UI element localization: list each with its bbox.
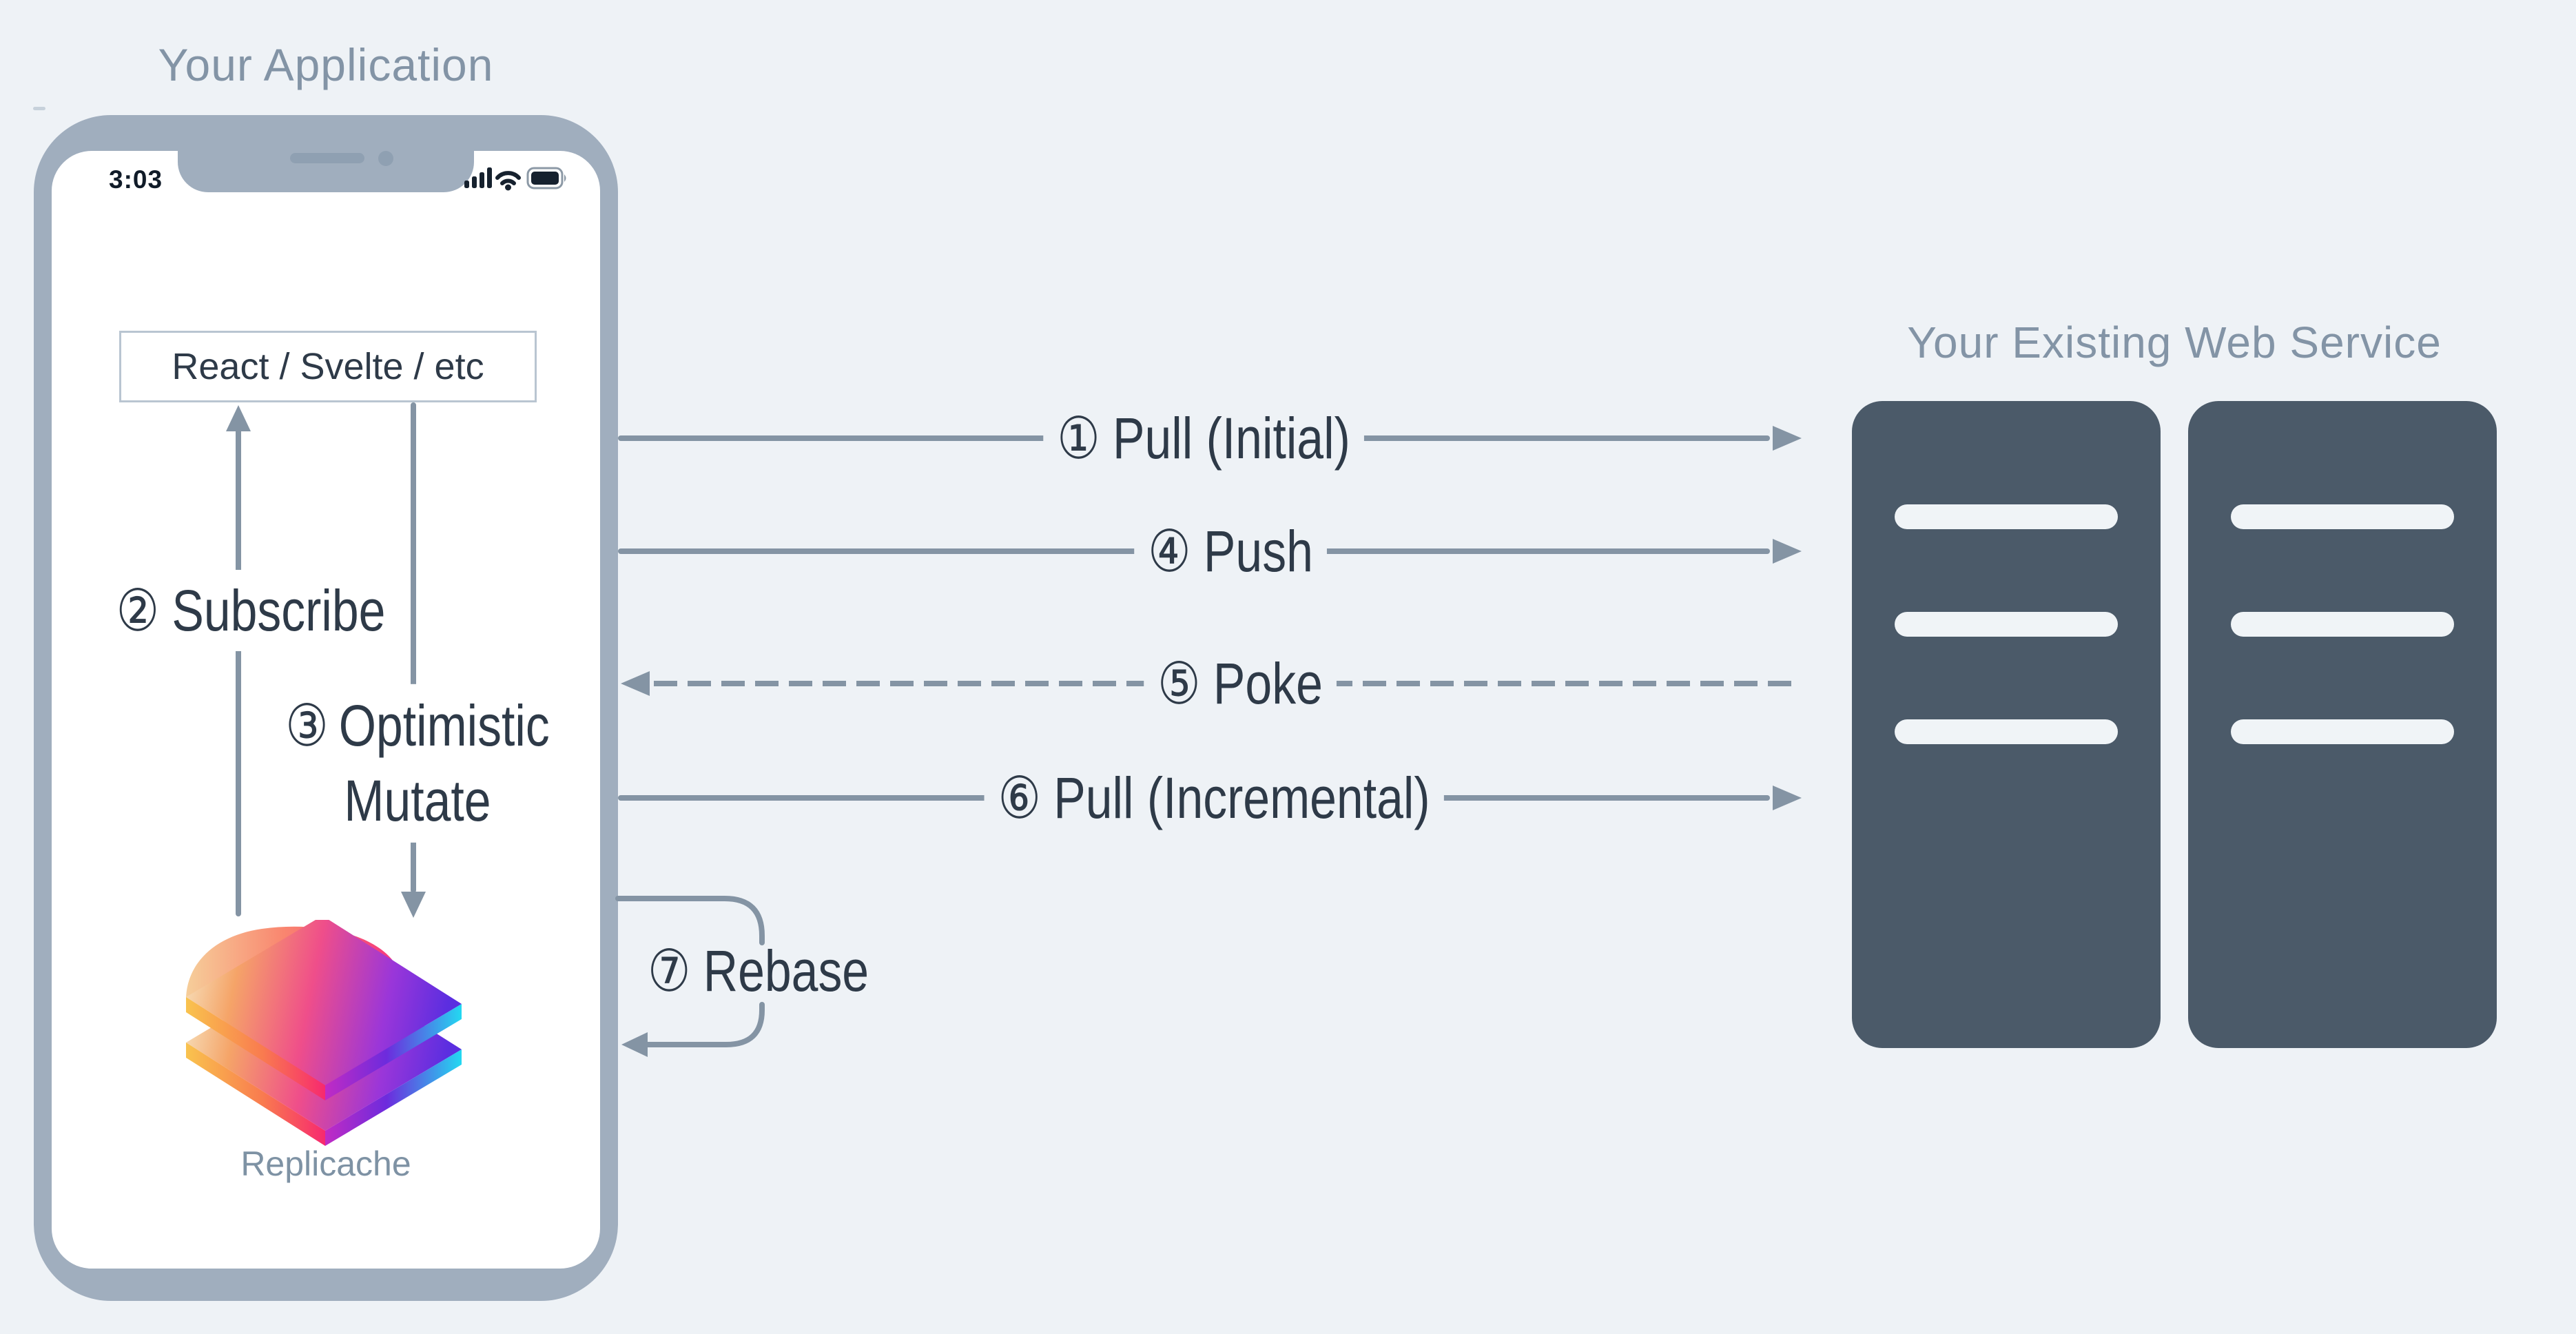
subscribe-arrow-line xyxy=(236,427,241,916)
battery-icon xyxy=(526,167,566,189)
status-bar-icons xyxy=(464,167,566,191)
replicache-logo xyxy=(186,920,462,1146)
step-2-badge: ② xyxy=(116,578,160,643)
server-slot xyxy=(1895,504,2118,529)
server-slot xyxy=(2231,719,2454,744)
ui-framework-box: React / Svelte / etc xyxy=(119,331,537,402)
step-3-badge: ③ xyxy=(285,692,329,758)
ui-framework-label: React / Svelte / etc xyxy=(172,346,484,387)
subscribe-arrowhead-up-icon xyxy=(226,405,251,431)
rebase-loop-arrow xyxy=(615,896,765,1057)
server-slot xyxy=(2231,612,2454,637)
push-arrowhead-right-icon xyxy=(1773,539,1802,564)
server-rack-right xyxy=(2188,401,2497,1048)
application-title: Your Application xyxy=(158,39,494,90)
corner-tick-mark xyxy=(33,107,45,110)
pull-incremental-arrowhead-right-icon xyxy=(1773,786,1802,810)
server-slot xyxy=(1895,719,2118,744)
speaker-grille-icon xyxy=(290,153,364,163)
step-7-badge: ⑦ xyxy=(648,938,691,1003)
poke-arrowhead-left-icon xyxy=(621,671,650,696)
replicache-caption: Replicache xyxy=(240,1145,411,1183)
mutate-arrowhead-down-icon xyxy=(401,892,426,918)
step-1-badge: ① xyxy=(1057,406,1100,471)
server-slot xyxy=(1895,612,2118,637)
signal-bars-icon xyxy=(464,167,492,188)
step-5-badge: ⑤ xyxy=(1157,651,1201,716)
status-bar-time: 3:03 xyxy=(109,165,163,194)
web-service-title: Your Existing Web Service xyxy=(1907,318,2442,367)
camera-dot-icon xyxy=(378,151,393,166)
server-slot xyxy=(2231,504,2454,529)
logo-layer-top xyxy=(186,920,462,1100)
mutate-arrow-line xyxy=(411,402,416,893)
wifi-icon xyxy=(495,171,521,191)
step-6-badge: ⑥ xyxy=(998,766,1041,830)
rebase-arrowhead-left-icon xyxy=(621,1032,648,1057)
step-4-badge: ④ xyxy=(1148,519,1191,584)
server-rack-left xyxy=(1852,401,2161,1048)
pull-initial-arrowhead-right-icon xyxy=(1773,426,1802,451)
